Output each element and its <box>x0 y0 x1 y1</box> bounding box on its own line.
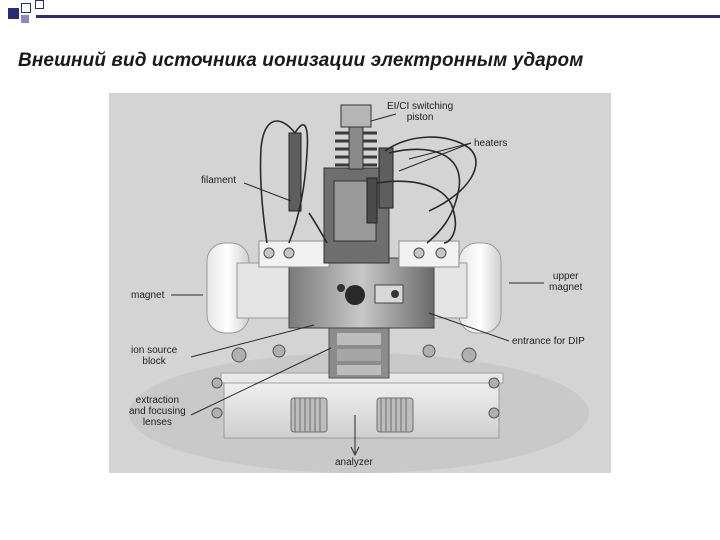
corner-squares-decoration <box>0 0 60 30</box>
ion-source-illustration <box>109 93 611 473</box>
label-lenses: extraction and focusing lenses <box>129 395 186 428</box>
slide-title: Внешний вид источника ионизации электрон… <box>18 50 584 71</box>
label-heaters: heaters <box>474 138 508 149</box>
label-analyzer: analyzer <box>335 457 373 468</box>
title-rule <box>36 15 720 18</box>
label-entrance-dip: entrance for DIP <box>512 336 585 347</box>
ion-source-photo: EI/CI switching piston heaters filament … <box>109 93 611 473</box>
label-ion-source-block: ion source block <box>131 345 178 367</box>
label-piston: EI/CI switching piston <box>387 101 454 123</box>
label-upper-magnet: upper magnet <box>549 271 583 293</box>
label-filament: filament <box>201 175 237 186</box>
label-magnet: magnet <box>131 290 165 301</box>
